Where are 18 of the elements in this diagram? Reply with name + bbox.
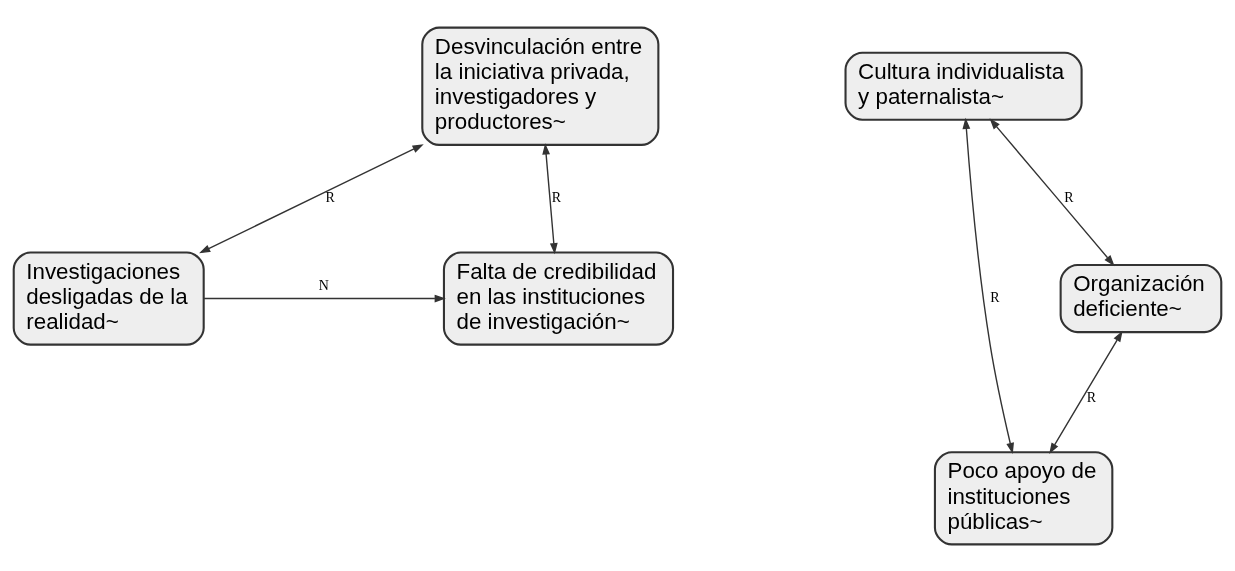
node-box: Desvinculación entre la iniciativa privada, investigadores y productores~ bbox=[421, 26, 660, 146]
node-box: Investigaciones desligadas de la realidad~ bbox=[12, 250, 205, 346]
node-box: Cultura individualista y paternalista~ bbox=[844, 51, 1083, 121]
arrow bbox=[199, 143, 424, 253]
arrow bbox=[1049, 330, 1123, 454]
edge-label: N bbox=[318, 277, 329, 293]
node-box: Poco apoyo de instituciones públicas~ bbox=[933, 450, 1114, 545]
arrow bbox=[203, 294, 446, 302]
arrow bbox=[542, 142, 558, 254]
edge-label: R bbox=[990, 289, 1000, 305]
edge-label: R bbox=[325, 189, 335, 205]
edge-label: R bbox=[551, 189, 562, 205]
edge-label: R bbox=[1064, 189, 1074, 205]
edge-label: R bbox=[1086, 389, 1097, 405]
node-box: Falta de credibilidad en las instituciones de investigación~ bbox=[442, 250, 675, 346]
node-box: Organización deficiente~ bbox=[1059, 263, 1223, 333]
arrow bbox=[989, 117, 1115, 266]
arrow bbox=[962, 117, 1014, 454]
